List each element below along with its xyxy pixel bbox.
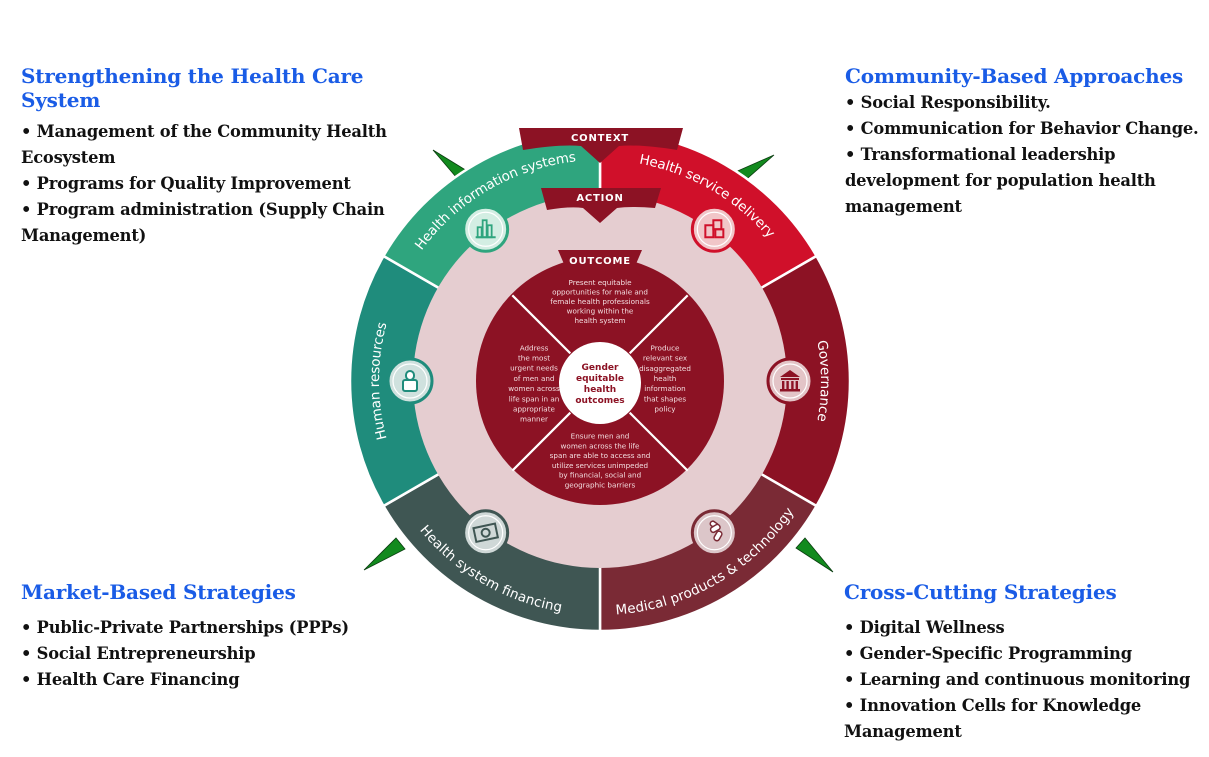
sector-icons [386,205,814,557]
quadrant-line: span are able to access and [550,451,651,460]
quadrant-line: appropriate [513,405,555,414]
quadrant-line: by financial, social and [559,471,641,480]
quadrant-divider [511,294,572,355]
strengthening-health-care-system-block: Strengthening the Health Care System • M… [21,64,421,249]
hospital-icon [690,205,738,253]
bullet-list: • Management of the Community Health Eco… [21,119,421,249]
quadrant-divider [628,294,689,355]
arrow-bottom-left-icon [363,537,406,571]
quadrant-line: geographic barriers [565,481,636,490]
market-based-strategies-block: Market-Based Strategies • Public-Private… [21,580,421,693]
government-building-icon [766,357,814,405]
pills-icon [690,509,738,557]
quadrant-line: female health professionals [550,297,650,306]
person-icon [386,357,434,405]
bullet-list: • Digital Wellness • Gender-Specific Pro… [844,615,1204,745]
sector-label: Governance [813,339,833,423]
list-item: management [845,197,962,216]
list-item: • Public-Private Partnerships (PPPs) [21,618,349,637]
list-item: • Social Responsibility. [845,93,1051,112]
community-based-approaches-block: Community-Based Approaches • Social Resp… [845,64,1205,220]
list-item: • Innovation Cells for Knowledge [844,696,1142,715]
list-item: • Transformational leadership [845,145,1116,164]
banknote-icon [462,509,510,557]
list-item: • Learning and continuous monitoring [844,670,1191,689]
block-title: Cross-Cutting Strategies [844,580,1117,604]
quadrant-line: health [654,374,677,383]
quadrant-line: of men and [514,374,555,383]
list-item: • Program administration (Supply Chain [21,200,385,219]
action-label: ACTION [576,193,623,204]
quadrant-line: Produce [651,343,680,352]
quadrant-line: Address [520,343,549,352]
quadrant-divider [511,411,572,472]
list-item: • Health Care Financing [21,670,240,689]
quadrant-line: disaggregated [639,364,691,373]
block-title: Community-Based Approaches [845,64,1184,88]
center-line: equitable [576,374,624,384]
list-item: • Programs for Quality Improvement [21,174,351,193]
bar-chart-icon [462,205,510,253]
quadrant-divider [628,411,689,472]
outcome-tab: OUTCOME [558,250,642,276]
quadrant-line: information [644,384,685,393]
list-item: development for population health [845,171,1156,190]
center-circle [559,342,641,424]
quadrant-line: working within the [567,307,634,316]
block-title: Market-Based Strategies [21,580,296,604]
quadrant-line: life span in an [509,394,560,403]
quadrant-line: opportunities for male and [552,288,648,297]
list-item: • Gender-Specific Programming [844,644,1132,663]
quadrant-line: women across the life [561,441,640,450]
center-line: health [584,385,616,395]
list-item: • Management of the Community Health [21,122,387,141]
list-item: Management [844,722,962,741]
quadrant-line: that shapes [644,394,687,403]
quadrant-line: Present equitable [569,278,633,287]
context-label: CONTEXT [571,133,629,144]
quadrant-line: manner [520,415,548,424]
list-item: • Social Entrepreneurship [21,644,256,663]
center-line: outcomes [575,396,624,406]
list-item: • Communication for Behavior Change. [845,119,1199,138]
list-item: • Digital Wellness [844,618,1005,637]
sector-label: Human resources [367,320,391,441]
quadrant-line: Ensure men and [571,432,630,441]
list-item: Ecosystem [21,148,116,167]
quadrant-line: the most [518,354,550,363]
quadrant-dividers [511,294,689,472]
bullet-list: • Social Responsibility. • Communication… [845,90,1205,220]
outcome-label: OUTCOME [569,256,631,267]
bullet-list: • Public-Private Partnerships (PPPs) • S… [21,615,421,693]
quadrant-line: health system [574,316,625,325]
quadrant-line: urgent needs [510,364,558,373]
action-tab: ACTION [541,188,661,223]
sector-label-text: Governance [813,339,833,423]
cross-cutting-strategies-block: Cross-Cutting Strategies • Digital Welln… [844,580,1204,745]
context-tab: CONTEXT [519,128,683,163]
arrow-bottom-right-icon [795,537,834,573]
list-item: Management) [21,226,147,245]
center-line: Gender [582,363,619,373]
quadrant-line: relevant sex [643,354,688,363]
quadrant-line: policy [654,405,676,414]
block-title: Strengthening the Health Care System [21,64,364,112]
quadrant-line: utilize services unimpeded [552,461,648,470]
quadrant-line: women across [508,384,560,393]
sector-label-text: Human resources [367,320,391,441]
